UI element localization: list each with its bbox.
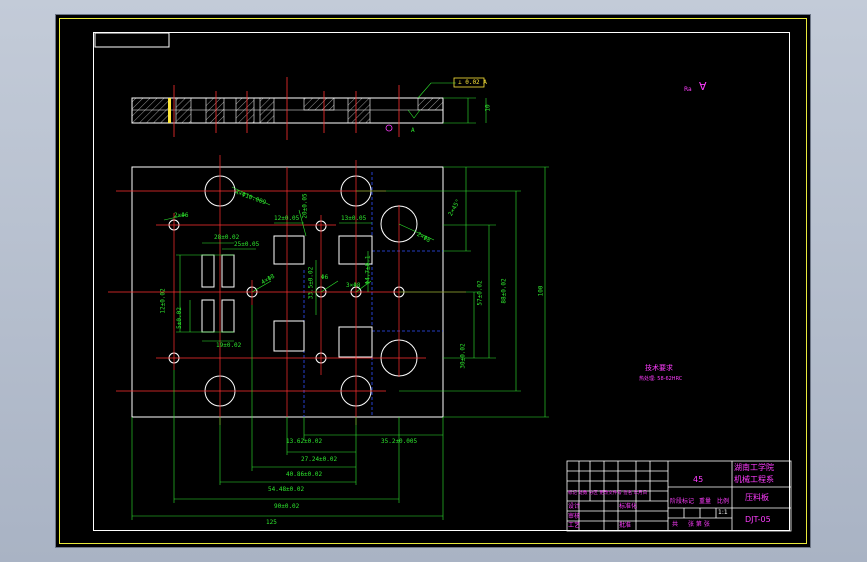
dim-overall-width: 125 xyxy=(266,519,277,526)
tb-scale: 比例 xyxy=(717,498,730,505)
roughness-note: Ra xyxy=(684,86,692,93)
dim-3phi8: 3×Φ8 xyxy=(346,282,361,289)
drawing-border-inner xyxy=(93,32,790,531)
corner-tag-box xyxy=(94,32,170,48)
tech-req-text: 热处理: 58-62HRC xyxy=(639,376,683,382)
dim-54: 54.48±0.02 xyxy=(268,486,305,493)
horizontal-dimensions xyxy=(131,305,444,520)
side-centerlines xyxy=(173,77,400,140)
technical-drawing xyxy=(94,32,549,520)
dim-40: 40.86±0.02 xyxy=(286,471,323,478)
datum-symbol xyxy=(385,124,393,132)
tb-drawing-number: DJT-05 xyxy=(745,515,771,524)
dim-12a: 12±0.05 xyxy=(274,215,300,222)
dim-19: 19±0.02 xyxy=(216,342,242,349)
hidden-lines xyxy=(303,172,443,417)
title-block-lines xyxy=(566,460,792,532)
dim-25: 25±0.05 xyxy=(234,241,260,248)
dim-35: 35.2±0.005 xyxy=(381,438,418,445)
plan-centerlines xyxy=(108,155,466,425)
dim-28: 28±0.02 xyxy=(214,234,240,241)
side-view xyxy=(131,77,487,140)
tb-school-1: 湖南工学院 xyxy=(734,463,774,472)
gdt-frame xyxy=(453,77,485,88)
datum-letter: A xyxy=(411,127,415,134)
dim-90: 90±0.02 xyxy=(274,503,300,510)
tb-stage-mark: 阶段标记 xyxy=(670,498,695,505)
plan-view xyxy=(108,155,549,520)
dim-13: 13.62±0.02 xyxy=(286,438,323,445)
dim-13a: 13±0.05 xyxy=(341,215,367,222)
dim-27: 27.24±0.02 xyxy=(301,456,338,463)
roughness-icon: ∀ xyxy=(699,80,707,93)
tb-process: 工艺 xyxy=(568,522,581,529)
tb-weight: 重量 xyxy=(699,498,712,505)
hatch-regions xyxy=(131,97,444,124)
tb-sheets-of: 张 第 张 xyxy=(688,521,710,528)
tb-part-name: 压料板 xyxy=(745,493,769,502)
tb-sheet: 共 xyxy=(672,521,679,528)
tb-mark-row: 标记 处数 分区 更改文件号 签名 年月日 xyxy=(568,491,648,496)
tb-scale-value: 1:1 xyxy=(718,509,728,516)
cad-viewport[interactable]: ⊥ 0.02 A 10 A Ra ∀ 技术要求 热处理: 58-62HRC 12… xyxy=(55,14,811,548)
tech-req-title: 技术要求 xyxy=(645,364,673,372)
dim-2phi6: 2×Φ6 xyxy=(174,212,189,219)
tb-approve: 批准 xyxy=(619,522,632,529)
left-dimensions xyxy=(163,186,435,342)
tb-school-2: 机械工程系 xyxy=(734,475,774,484)
drawing-border-outer xyxy=(59,18,807,544)
tb-check: 审核 xyxy=(568,513,581,520)
vertical-dimensions xyxy=(356,166,549,418)
side-marker xyxy=(168,98,171,123)
tb-design: 设计 xyxy=(568,503,581,510)
tb-standard: 标准化 xyxy=(619,503,638,510)
tb-material: 45 xyxy=(693,475,704,484)
gdt-text: ⊥ 0.02 A xyxy=(458,79,487,86)
dim-phi6: Φ6 xyxy=(321,274,329,281)
